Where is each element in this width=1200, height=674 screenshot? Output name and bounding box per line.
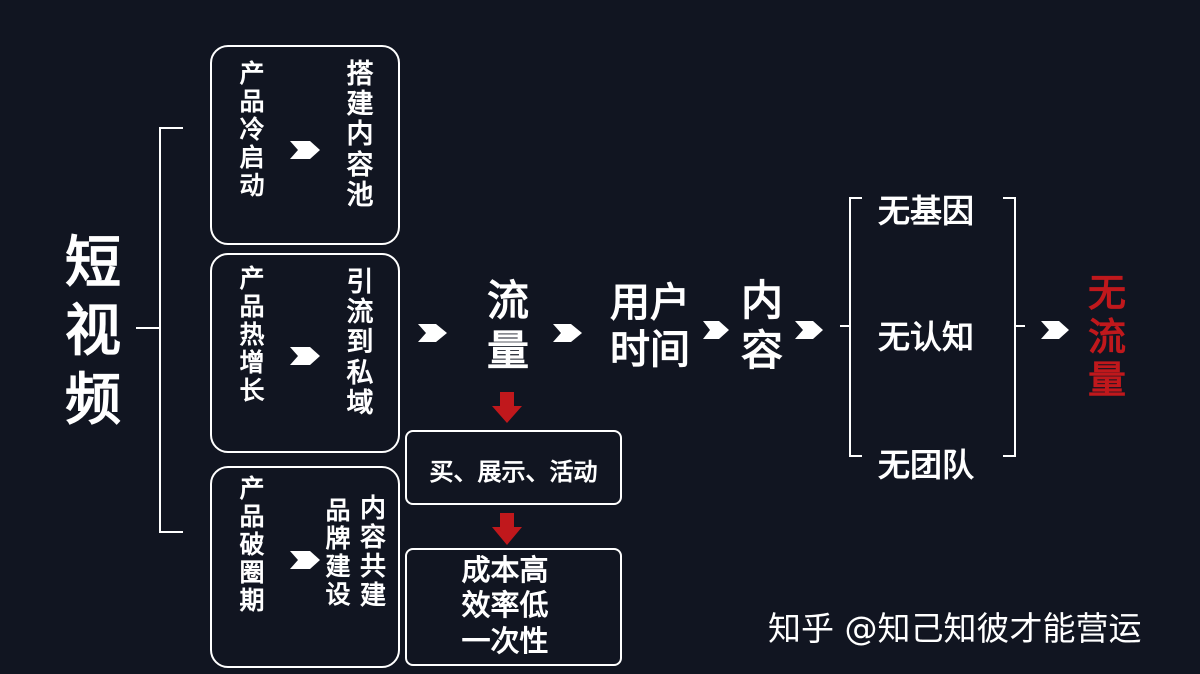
lack-item: 无团队 — [878, 446, 975, 484]
result-no-traffic: 无 流 量 — [1085, 271, 1129, 403]
lack-item: 无基因 — [878, 192, 975, 230]
root-label-char: 视 — [65, 299, 121, 365]
arrow-icon — [290, 141, 320, 159]
char: 建 — [325, 552, 351, 581]
flow-user-time-line: 时间 — [610, 327, 690, 374]
char: 域 — [346, 387, 374, 419]
char: 池 — [346, 179, 374, 211]
flow-user-time: 用户 时间 — [600, 280, 700, 374]
char: 容 — [740, 326, 783, 376]
stage-breakout-action-col2: 内 容 共 建 — [355, 494, 391, 612]
char: 内 — [346, 119, 374, 151]
stage-box-breakout — [210, 466, 400, 668]
char: 产 — [239, 474, 265, 503]
lack-item: 无认知 — [878, 318, 975, 356]
char: 流 — [346, 297, 374, 329]
char: 品 — [239, 87, 265, 116]
char: 量 — [486, 326, 529, 376]
arrow-icon — [418, 324, 447, 342]
char: 品 — [239, 502, 265, 531]
char: 无 — [1087, 271, 1126, 315]
char: 冷 — [239, 115, 265, 144]
char: 牌 — [325, 524, 351, 553]
char: 建 — [346, 89, 374, 121]
root-bracket — [159, 127, 183, 533]
char: 流 — [486, 276, 529, 325]
char: 增 — [239, 348, 265, 377]
arrow-icon — [703, 321, 729, 339]
problem-item: 成本高 — [461, 553, 549, 587]
char: 期 — [239, 586, 265, 615]
root-label: 短 视 频 — [58, 230, 128, 435]
char: 圈 — [239, 558, 265, 587]
char: 建 — [359, 581, 386, 612]
char: 流 — [1087, 314, 1126, 359]
stage-breakout-label: 产 品 破 圈 期 — [232, 475, 272, 615]
char: 私 — [346, 357, 374, 389]
flow-content: 内 容 — [734, 276, 790, 377]
char: 产 — [239, 59, 265, 88]
lacks-bracket-right — [1003, 197, 1016, 457]
char: 内 — [740, 276, 783, 325]
char: 量 — [1087, 358, 1126, 403]
problem-item: 一次性 — [461, 623, 549, 658]
root-label-char: 短 — [65, 231, 121, 296]
flow-user-time-line: 用户 — [610, 280, 690, 326]
root-label-char: 频 — [65, 367, 121, 433]
char: 引 — [346, 267, 374, 298]
char: 产 — [239, 264, 265, 293]
char: 搭 — [346, 59, 374, 90]
traffic-problems-box — [405, 548, 622, 666]
char: 长 — [239, 376, 265, 405]
stage-cold-start-label: 产 品 冷 启 动 — [232, 60, 272, 200]
arrow-icon — [290, 347, 320, 365]
red-down-arrow-icon — [492, 392, 522, 423]
arrow-icon — [553, 324, 582, 342]
stage-box-cold-start — [210, 45, 400, 245]
red-down-arrow-icon — [492, 513, 522, 545]
arrow-icon — [795, 321, 823, 339]
arrow-icon — [1041, 321, 1069, 339]
char: 品 — [325, 496, 351, 525]
char: 启 — [239, 143, 265, 172]
traffic-methods-text: 买、展示、活动 — [429, 458, 598, 486]
stage-hot-growth-label: 产 品 热 增 长 — [232, 265, 272, 405]
problem-item: 效率低 — [461, 588, 549, 623]
char: 品 — [239, 292, 265, 321]
char: 容 — [346, 149, 374, 181]
char: 共 — [359, 552, 386, 583]
traffic-methods-box — [405, 430, 622, 505]
lacks-bracket-left — [849, 197, 862, 457]
flow-traffic: 流 量 — [480, 276, 536, 377]
char: 热 — [239, 320, 265, 349]
arrow-icon — [290, 551, 320, 569]
char: 到 — [346, 327, 374, 359]
stage-hot-growth-action: 引 流 到 私 域 — [340, 267, 380, 419]
stage-box-hot-growth — [210, 253, 400, 453]
char: 设 — [325, 580, 351, 609]
char: 破 — [239, 530, 265, 559]
char: 内 — [359, 494, 386, 524]
stage-breakout-action-col1: 品 牌 建 设 — [320, 497, 356, 609]
watermark: 知乎 @知己知彼才能营运 — [768, 609, 1142, 648]
traffic-problems-text: 成本高 效率低 一次性 — [405, 553, 605, 659]
stage-cold-start-action: 搭 建 内 容 池 — [340, 59, 380, 211]
char: 容 — [359, 523, 386, 554]
char: 动 — [239, 171, 265, 200]
